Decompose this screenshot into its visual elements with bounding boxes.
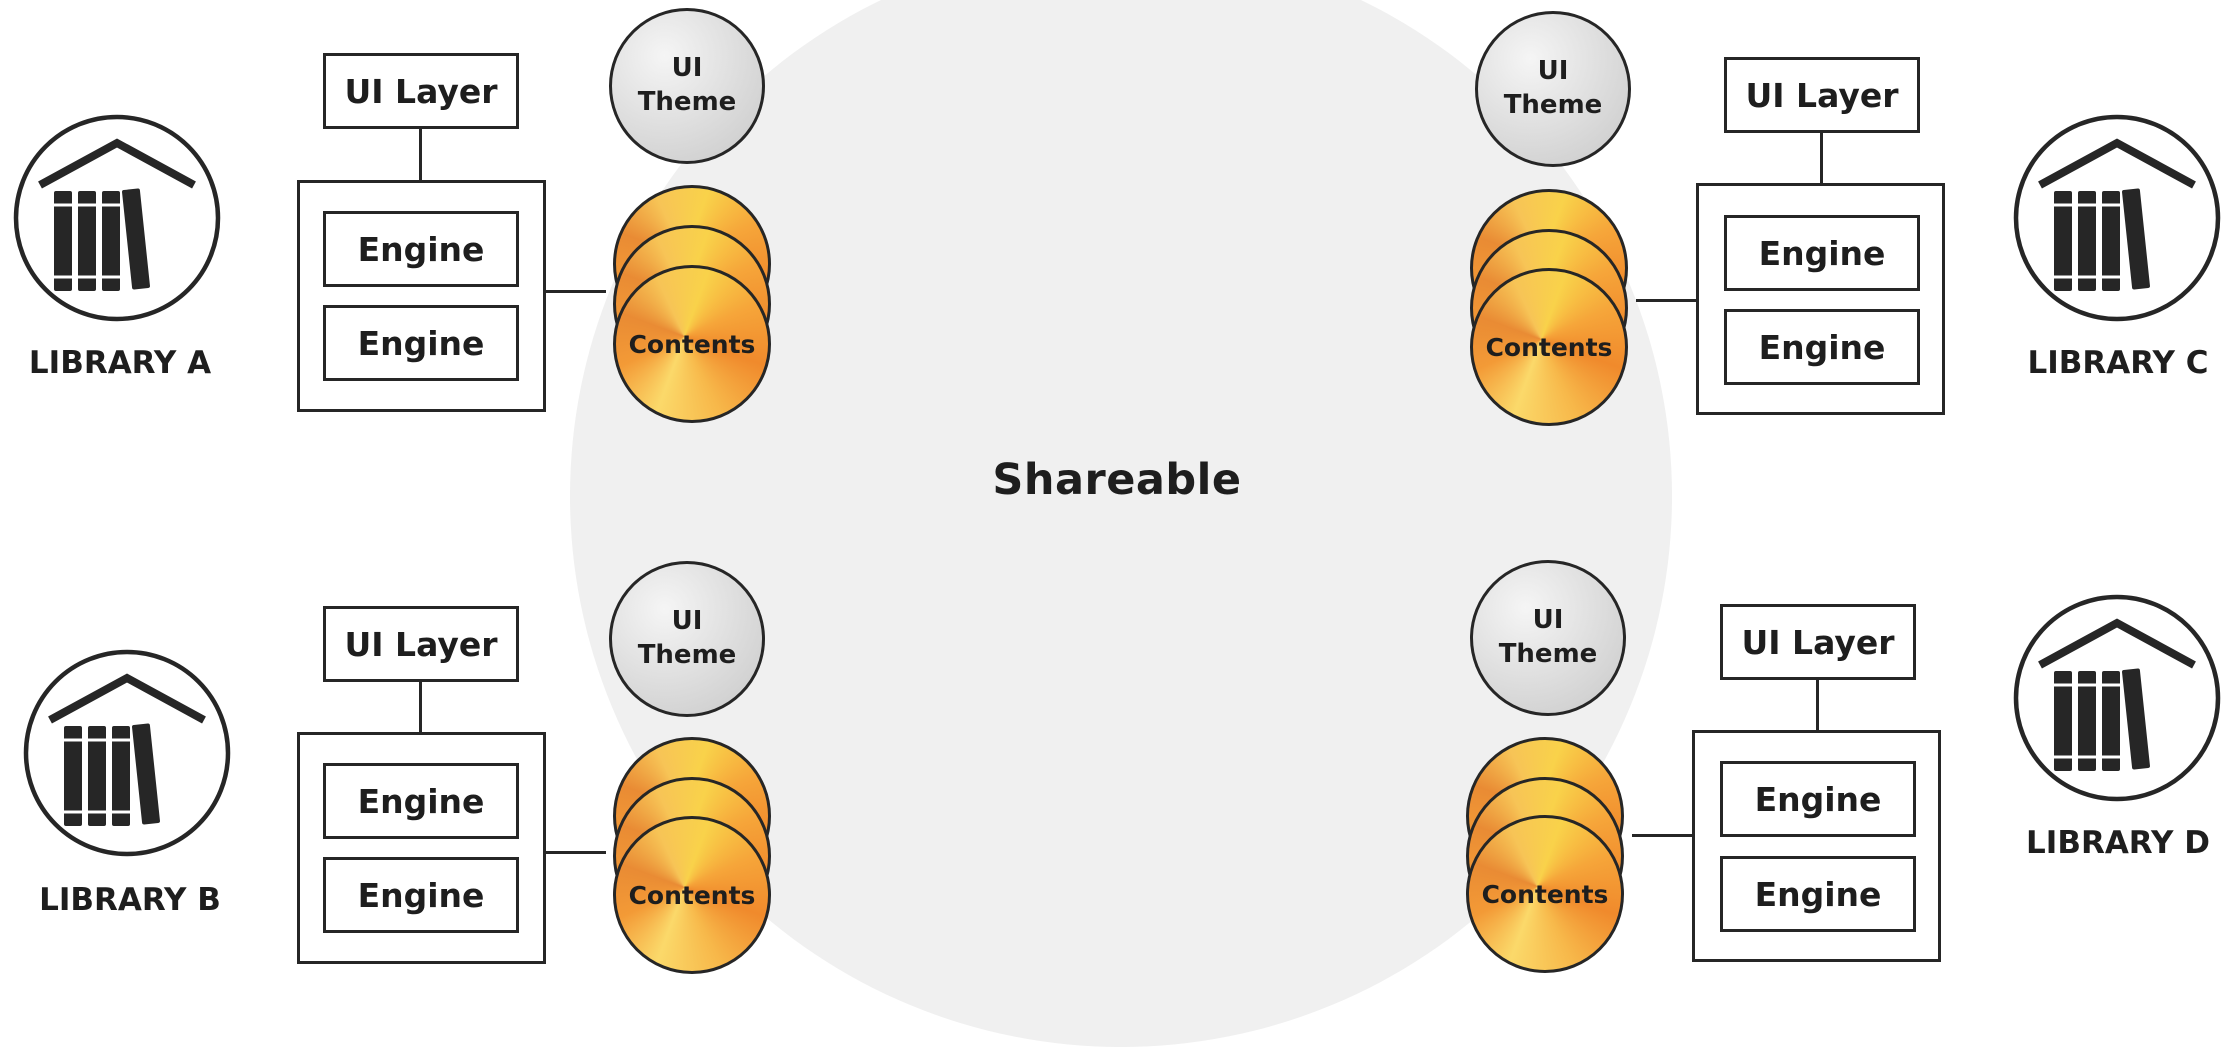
contents-disc: Contents	[1466, 815, 1624, 973]
ui-theme-label-line1: UI	[671, 53, 703, 84]
connector-line	[419, 682, 422, 734]
engine-box: Engine	[1720, 761, 1916, 837]
contents-label: Contents	[628, 329, 756, 359]
library-a-label: LIBRARY A	[28, 345, 212, 381]
contents-label: Contents	[628, 880, 756, 910]
ui-theme-label-line1: UI	[671, 606, 703, 637]
engine-box: Engine	[323, 211, 519, 287]
engine-box: Engine	[1724, 309, 1920, 385]
engine-box: Engine	[323, 305, 519, 381]
connector-line	[1820, 133, 1823, 185]
engine-label: Engine	[1758, 327, 1886, 367]
ui-layer-label: UI Layer	[344, 624, 498, 664]
contents-label: Contents	[1481, 879, 1609, 909]
ui-theme-label-line1: UI	[1532, 605, 1564, 636]
contents-disc: Contents	[613, 816, 771, 974]
ui-theme-label-line2: Theme	[1503, 90, 1603, 120]
library-building-icon	[23, 649, 231, 857]
engine-label: Engine	[1754, 874, 1882, 914]
contents-disc: Contents	[1470, 268, 1628, 426]
ui-theme-label-line2: Theme	[637, 640, 737, 670]
contents-label: Contents	[1485, 332, 1613, 362]
ui-layer-box: UI Layer	[1720, 604, 1916, 680]
ui-theme-label-line1: UI	[1537, 56, 1569, 87]
ui-layer-label: UI Layer	[344, 71, 498, 111]
ui-layer-box: UI Layer	[323, 53, 519, 129]
library-d-label: LIBRARY D	[2026, 825, 2210, 861]
engine-label: Engine	[1754, 779, 1882, 819]
library-b-label: LIBRARY B	[39, 882, 221, 918]
library-c-label: LIBRARY C	[2027, 345, 2209, 381]
ui-layer-label: UI Layer	[1745, 75, 1899, 115]
connector-line	[546, 851, 606, 854]
engine-box: Engine	[1720, 856, 1916, 932]
engine-box: Engine	[323, 763, 519, 839]
connector-line	[1632, 834, 1692, 837]
engine-box: Engine	[1724, 215, 1920, 291]
diagram-canvas: Shareable LIBRARY A UI Layer Engine Engi…	[13, 0, 2221, 1047]
contents-disc: Contents	[613, 265, 771, 423]
ui-layer-box: UI Layer	[323, 606, 519, 682]
engine-label: Engine	[1758, 233, 1886, 273]
library-building-icon	[2013, 594, 2221, 802]
connector-line	[1636, 299, 1696, 302]
connector-line	[546, 290, 606, 293]
ui-theme-label-line2: Theme	[1498, 639, 1598, 669]
engine-label: Engine	[357, 229, 485, 269]
library-building-icon	[2013, 114, 2221, 322]
ui-layer-label: UI Layer	[1741, 622, 1895, 662]
ui-layer-box: UI Layer	[1724, 57, 1920, 133]
shareable-label: Shareable	[992, 455, 1242, 505]
engine-label: Engine	[357, 875, 485, 915]
ui-theme-label-line2: Theme	[637, 87, 737, 117]
engine-label: Engine	[357, 323, 485, 363]
engine-label: Engine	[357, 781, 485, 821]
library-building-icon	[13, 114, 221, 322]
connector-line	[419, 129, 422, 181]
engine-box: Engine	[323, 857, 519, 933]
connector-line	[1816, 680, 1819, 732]
